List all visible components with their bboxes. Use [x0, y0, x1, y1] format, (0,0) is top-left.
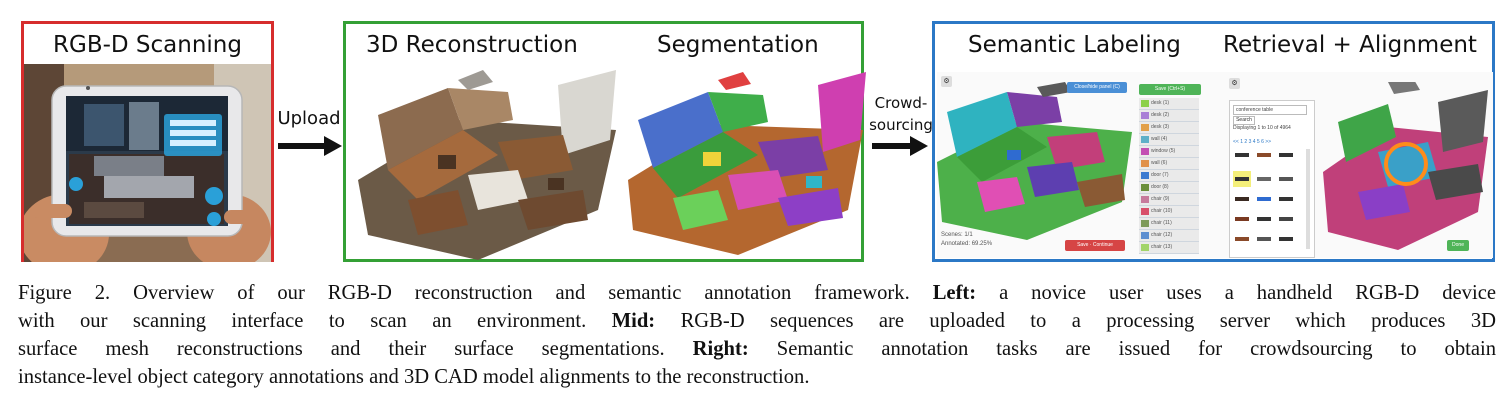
close-panel-button[interactable]: Close/hide panel (C) [1067, 82, 1127, 93]
label-name: desk (2) [1151, 112, 1170, 118]
thumb-scrollbar[interactable] [1306, 149, 1310, 249]
upload-label: Upload [277, 108, 341, 129]
label-list-item[interactable]: door (8) [1139, 182, 1199, 194]
label-name: wall (6) [1151, 160, 1168, 166]
segmentation-mesh [628, 72, 866, 255]
label-color-swatch [1141, 160, 1149, 167]
label-name: chair (12) [1151, 232, 1173, 238]
annotation-panel: Semantic Labeling Retrieval + Alignment … [932, 21, 1495, 262]
label-color-swatch [1141, 184, 1149, 191]
label-list-item[interactable]: wall (4) [1139, 134, 1199, 146]
label-color-swatch [1141, 208, 1149, 215]
label-list-item[interactable]: desk (1) [1139, 98, 1199, 110]
save-labels-button[interactable]: Save (Ctrl+S) [1139, 84, 1201, 95]
save-continue-button[interactable]: Save · Continue [1065, 240, 1125, 251]
label-name: door (8) [1151, 184, 1169, 190]
label-list: desk (1) desk (2) desk (3) wall (4) window (… [1139, 98, 1199, 258]
label-list-item[interactable]: desk (3) [1139, 122, 1199, 134]
status-scenes: Scenes: 1/1 [941, 232, 973, 238]
labeling-mesh [937, 82, 1132, 240]
retrieval-zoom-icon[interactable]: ⚙ [1229, 78, 1240, 89]
label-list-item[interactable]: desk (2) [1139, 110, 1199, 122]
label-list-item[interactable]: door (7) [1139, 170, 1199, 182]
caption-line-1: Figure 2. Overview of our RGB-D reconstr… [18, 282, 1496, 304]
label-color-swatch [1141, 196, 1149, 203]
labeling-ui: ⚙ Close/hide panel (C) Save (Ctrl+S) des… [937, 72, 1223, 258]
caption-line-3: surface mesh reconstructions and their s… [18, 338, 1497, 360]
label-color-swatch [1141, 148, 1149, 155]
retrieval-ui: ⚙ conference table Search Displaying 1 t… [1223, 72, 1493, 258]
label-list-item[interactable]: window (5) [1139, 146, 1199, 158]
labeling-zoom-icon[interactable]: ⚙ [941, 76, 952, 87]
label-name: wall (4) [1151, 136, 1168, 142]
alignment-mesh [1323, 82, 1488, 250]
label-list-item[interactable]: chair (9) [1139, 194, 1199, 206]
retrieval-alignment-title: Retrieval + Alignment [1223, 32, 1477, 58]
label-color-swatch [1141, 232, 1149, 239]
reconstruction-panel: 3D Reconstruction Segmentation [343, 21, 866, 262]
caption-right-label: Right: [692, 338, 749, 360]
label-color-swatch [1141, 124, 1149, 131]
status-annotated: Annotated: 69.25% [941, 241, 993, 247]
label-name: chair (9) [1151, 196, 1170, 202]
semantic-labeling-title: Semantic Labeling [968, 32, 1181, 58]
caption-left-label: Left: [932, 282, 977, 304]
label-color-swatch [1141, 172, 1149, 179]
label-name: chair (11) [1151, 220, 1172, 226]
label-color-swatch [1141, 112, 1149, 119]
done-button[interactable]: Done [1447, 240, 1469, 251]
label-color-swatch [1141, 244, 1149, 251]
caption-mid-label: Mid: [611, 310, 656, 332]
label-name: desk (3) [1151, 124, 1170, 130]
label-name: chair (13) [1151, 244, 1173, 250]
label-name: door (7) [1151, 172, 1169, 178]
label-list-item[interactable]: wall (6) [1139, 158, 1199, 170]
label-color-swatch [1141, 136, 1149, 143]
label-color-swatch [1141, 220, 1149, 227]
model-search-input[interactable]: conference table [1233, 105, 1307, 115]
scanning-panel: RGB-D Scanning [21, 21, 274, 262]
result-pager[interactable]: << 1 2 3 4 5 6 >> [1233, 139, 1272, 145]
label-name: desk (1) [1151, 100, 1170, 106]
reconstruction-mesh [358, 70, 616, 260]
model-search-button[interactable]: Search [1233, 116, 1255, 125]
model-search-panel: conference table Search Displaying 1 to … [1229, 100, 1315, 258]
label-name: chair (10) [1151, 208, 1173, 214]
scanning-panel-title: RGB-D Scanning [53, 32, 242, 58]
result-count: Displaying 1 to 10 of 4964 [1233, 125, 1291, 131]
caption-line-2: with our scanning interface to scan an e… [18, 310, 1497, 332]
label-list-item[interactable]: chair (10) [1139, 206, 1199, 218]
scanning-photo [24, 64, 271, 262]
label-color-swatch [1141, 100, 1149, 107]
crowdsourcing-arrow-icon [872, 136, 928, 156]
reconstruction-title: 3D Reconstruction [366, 32, 578, 58]
label-name: window (5) [1151, 148, 1176, 154]
segmentation-title: Segmentation [657, 32, 819, 58]
model-thumbnails[interactable] [1233, 149, 1311, 258]
crowdsourcing-label-line2: sourcing [869, 116, 933, 134]
label-list-item[interactable]: chair (12) [1139, 230, 1199, 242]
crowdsourcing-label-line1: Crowd- [874, 94, 928, 112]
figure-label: Figure 2. [18, 282, 111, 304]
upload-arrow-icon [278, 136, 342, 156]
label-list-item[interactable]: chair (11) [1139, 218, 1199, 230]
caption-line-4: instance-level object category annotatio… [18, 366, 810, 388]
label-list-item[interactable]: chair (13) [1139, 242, 1199, 254]
figure-caption: Figure 2. Overview of our RGB-D reconstr… [18, 279, 1496, 391]
